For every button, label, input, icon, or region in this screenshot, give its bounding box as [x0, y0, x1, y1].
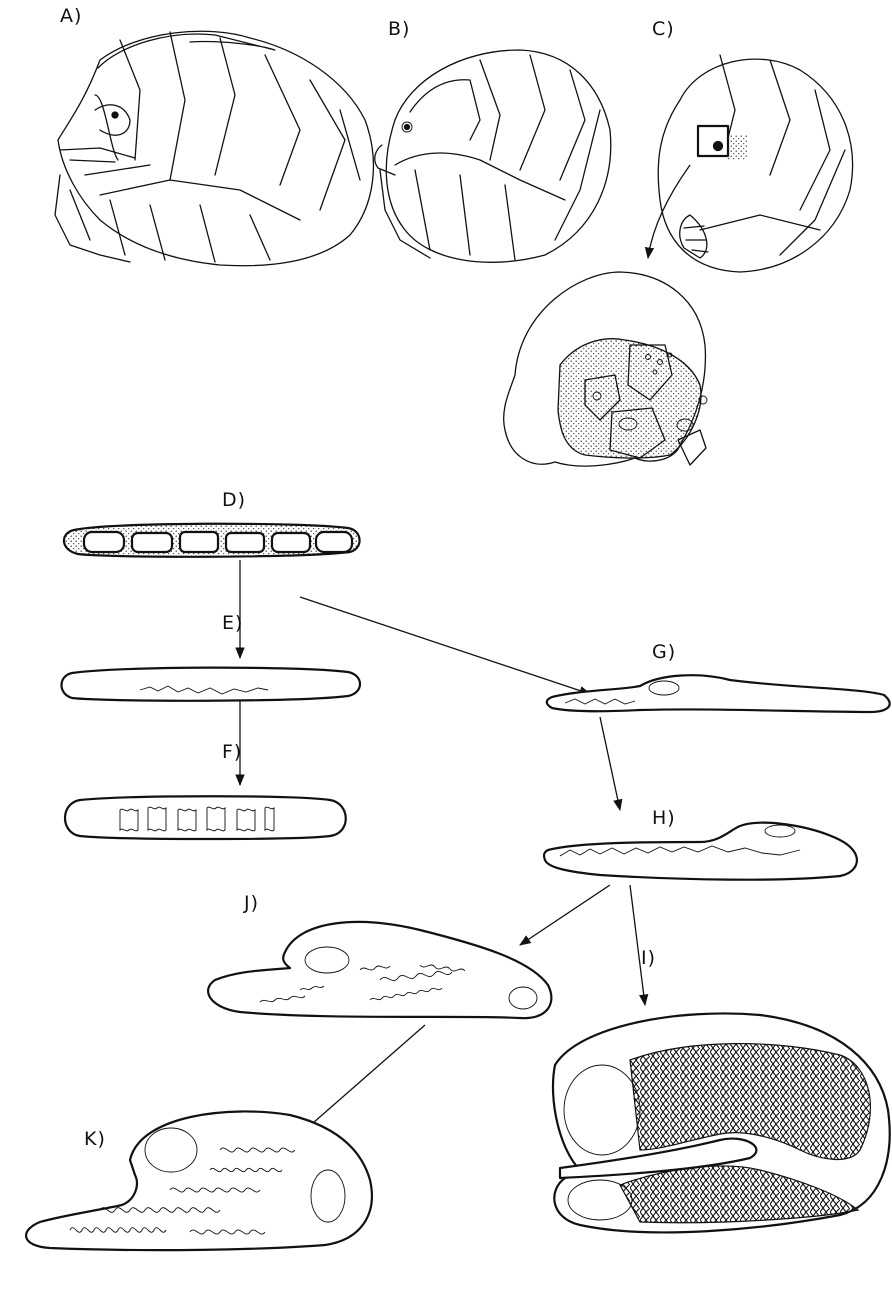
panel-label-c: C) [652, 18, 675, 40]
section-g [547, 675, 890, 712]
section-d [64, 524, 360, 557]
panel-label-i: I) [641, 947, 656, 969]
panel-label-h: H) [652, 807, 676, 829]
isopod-a [55, 31, 373, 265]
section-e [62, 668, 361, 701]
arrow-h-to-j [520, 885, 610, 945]
panel-label-k: K) [84, 1128, 106, 1150]
section-f [65, 796, 346, 839]
arrow-h-to-i [630, 885, 645, 1005]
section-i [553, 1013, 890, 1232]
section-h [544, 823, 857, 880]
section-j [208, 922, 551, 1018]
panel-label-f: F) [222, 741, 242, 763]
panel-label-a: A) [60, 5, 82, 27]
section-k [26, 1111, 372, 1250]
isopod-b [375, 50, 611, 262]
arrow-g-to-h [600, 717, 620, 810]
isopod-c-head-detail [504, 272, 707, 466]
panel-label-d: D) [222, 489, 246, 511]
panel-label-g: G) [652, 641, 676, 663]
panel-label-j: J) [243, 892, 259, 914]
arrow-j-to-k [305, 1025, 425, 1130]
isopod-c [658, 55, 852, 272]
arrow-c-to-detail [648, 165, 690, 258]
panel-label-b: B) [388, 18, 410, 40]
